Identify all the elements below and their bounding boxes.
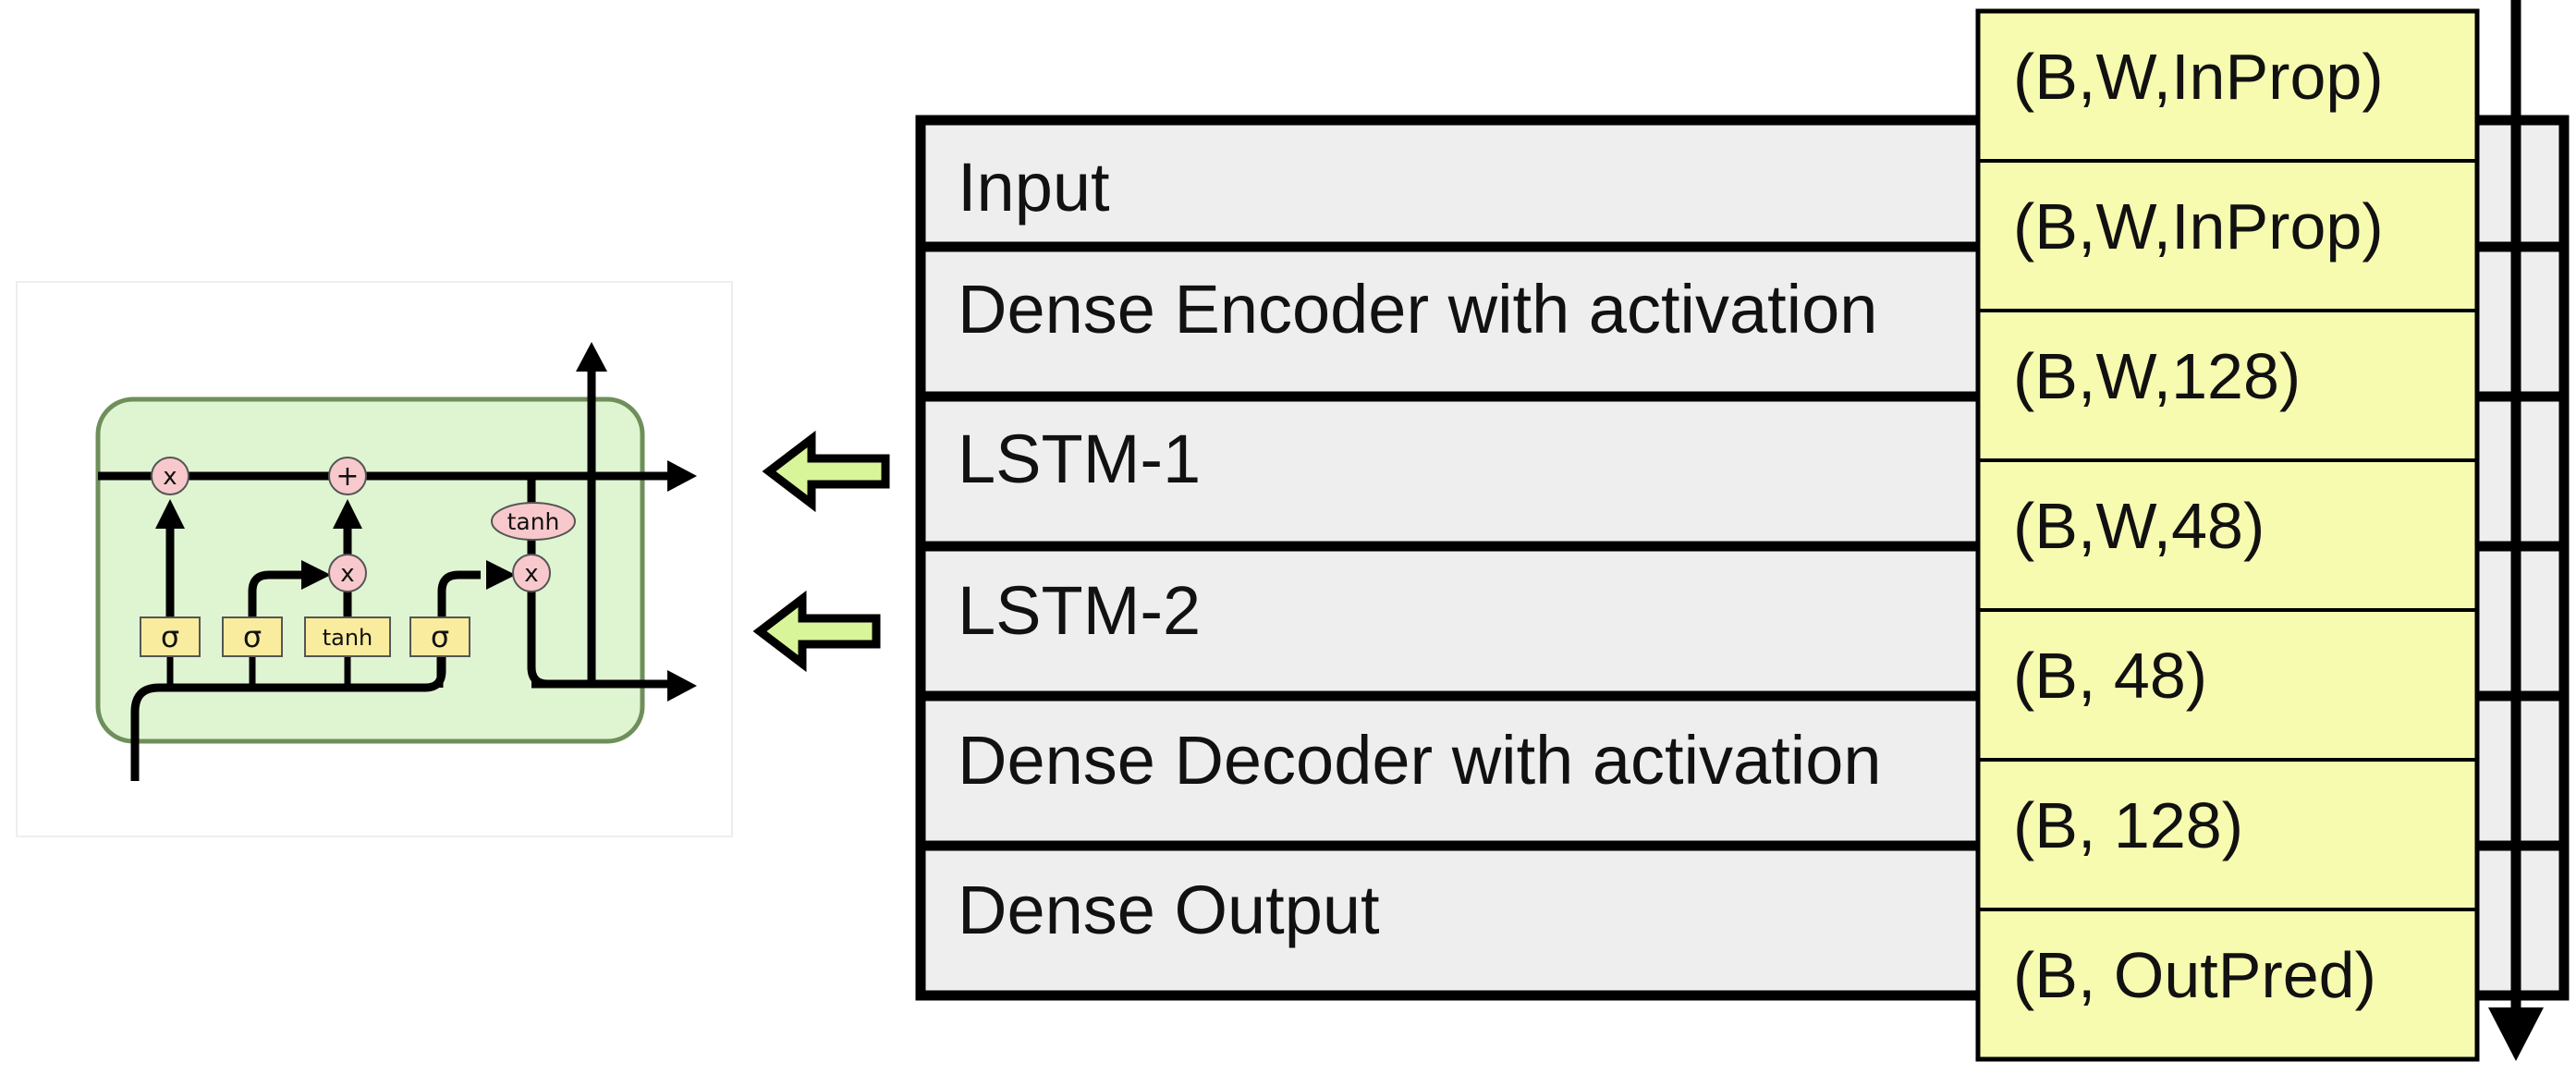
op-tanh: tanh <box>491 502 576 541</box>
shape-label: (B,W,InProp) <box>2013 190 2384 262</box>
shape-label: (B, 48) <box>2013 640 2207 712</box>
output-gate-to-hidden <box>527 590 549 689</box>
layer-label: Input <box>958 149 1110 226</box>
svg-text:x: x <box>340 560 354 588</box>
cell-state-arrowhead <box>667 460 697 492</box>
gate-label: tanh <box>323 625 373 651</box>
gate-candidate: tanh <box>304 616 391 657</box>
gate-output: σ <box>409 616 470 657</box>
hidden-up-arrowhead <box>576 342 607 372</box>
layer-stack-border <box>915 115 2570 1001</box>
gate-label: σ <box>431 619 449 654</box>
input-to-mult <box>248 570 305 619</box>
lstm1-pointer-arrow <box>762 430 890 513</box>
op-add: + <box>328 457 367 495</box>
forget-arrowhead <box>155 499 185 529</box>
shape-label: (B,W,InProp) <box>2013 41 2384 113</box>
layer-label: LSTM-1 <box>958 421 1201 497</box>
op-forget-multiply: x <box>151 457 189 495</box>
svg-text:x: x <box>163 463 177 491</box>
output-arrowhead <box>486 560 516 590</box>
layer-dense-output: Dense Output <box>958 872 1380 948</box>
svg-text:tanh: tanh <box>507 508 560 535</box>
hidden-output-arrowhead <box>667 670 697 702</box>
gate-label: σ <box>161 619 179 654</box>
gate-forget: σ <box>140 616 201 657</box>
layer-lstm-2: LSTM-2 <box>958 572 1201 649</box>
layer-dense-decoder: Dense Decoder with activation <box>958 722 1882 799</box>
layer-label: Dense Encoder with activation <box>958 271 1877 348</box>
shape-label: (B,W,128) <box>2013 340 2301 412</box>
gate-input: σ <box>222 616 283 657</box>
shape-column-background <box>1975 8 2480 1062</box>
input-arrowhead <box>301 560 331 590</box>
lstm-cell-illustration: σ σ tanh σ x + x x <box>16 281 733 837</box>
shape-label: (B,W,48) <box>2013 490 2265 562</box>
layer-label: Dense Decoder with activation <box>958 722 1882 799</box>
layer-dense-encoder: Dense Encoder with activation <box>958 271 1877 348</box>
shape-label: (B, 128) <box>2013 789 2243 861</box>
layer-label: LSTM-2 <box>958 572 1201 649</box>
data-flow-arrowhead <box>2488 1007 2544 1061</box>
op-input-multiply: x <box>328 554 367 592</box>
op-output-multiply: x <box>512 554 551 592</box>
shape-label: (B, OutPred) <box>2013 939 2376 1011</box>
gate-label: σ <box>243 619 262 654</box>
svg-text:x: x <box>524 560 538 588</box>
svg-text:+: + <box>336 460 359 493</box>
layer-input: Input <box>958 149 1110 226</box>
shape-column: (B,W,InProp) (B,W,InProp) (B,W,128) (B,W… <box>1975 8 2480 1062</box>
layer-label: Dense Output <box>958 872 1380 948</box>
add-arrowhead <box>333 499 362 529</box>
layer-lstm-1: LSTM-1 <box>958 421 1201 497</box>
lstm2-pointer-arrow <box>752 590 881 673</box>
